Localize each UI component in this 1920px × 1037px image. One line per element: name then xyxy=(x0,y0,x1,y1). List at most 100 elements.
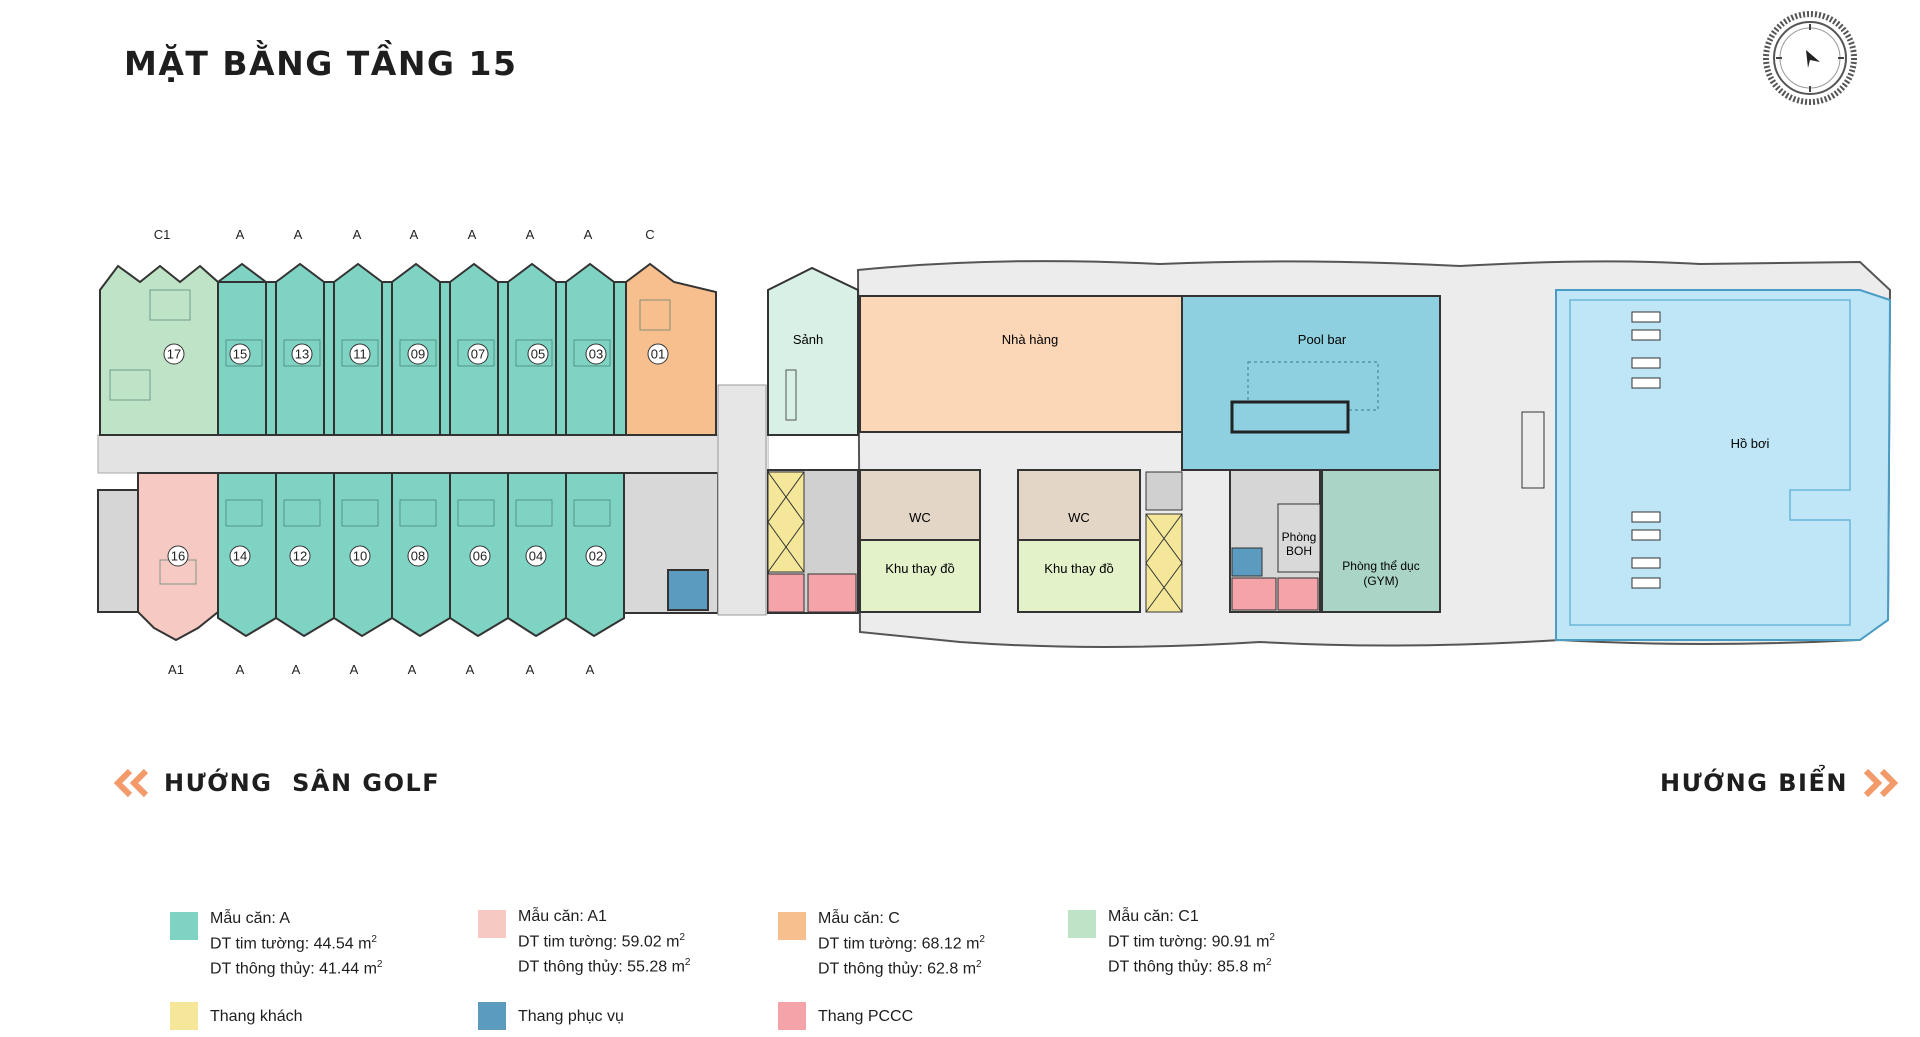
unit-number: 02 xyxy=(589,549,603,564)
legend-swatch xyxy=(1068,910,1096,938)
unit-type-label: A xyxy=(350,662,359,677)
legend-swatch xyxy=(778,912,806,940)
area-unit-sup: 2 xyxy=(1266,957,1272,969)
wc-1 xyxy=(859,469,981,541)
unit-type-label: A xyxy=(468,227,477,242)
legend-lift-label: Thang PCCC xyxy=(818,1008,914,1025)
unit-number: 07 xyxy=(471,347,485,362)
unit-number: 01 xyxy=(651,347,665,362)
service-lift xyxy=(1231,547,1263,577)
top-units xyxy=(99,262,717,436)
fire-lift xyxy=(767,573,805,613)
unit-type-label: A xyxy=(408,662,417,677)
left-chevrons-icon xyxy=(113,768,149,798)
pool-bar-label: Pool bar xyxy=(1298,332,1347,347)
page-title: MẶT BẰNG TẦNG 15 xyxy=(124,44,518,83)
legend-clear-area: DT thông thủy: 62.8 m xyxy=(818,960,977,978)
direction-golf-label: HƯỚNG SÂN GOLF xyxy=(164,769,441,797)
legend-wall-area: DT tim tường: 68.12 m xyxy=(818,935,980,953)
boh-label: Phòng xyxy=(1282,530,1317,544)
boh-room xyxy=(1277,503,1321,573)
pool-stairs xyxy=(1521,411,1545,489)
legend-name: Mẫu căn: C1 xyxy=(1108,908,1199,925)
unit-type-label: A xyxy=(526,227,535,242)
top-unit-type-labels: C1 A A A A A A A C xyxy=(154,227,655,242)
service-lift xyxy=(667,569,709,611)
lift-hatches xyxy=(767,471,1183,613)
locker-2 xyxy=(1017,539,1141,613)
unit-number: 11 xyxy=(353,347,367,362)
wc-2 xyxy=(1017,469,1141,541)
legend-wall-area: DT tim tường: 90.91 m xyxy=(1108,933,1270,951)
legend-swatch xyxy=(170,1002,198,1030)
bottom-unit-numbers: 16 14 12 10 08 06 04 02 xyxy=(167,545,607,567)
wc-1-label: WC xyxy=(909,510,931,525)
unit-number: 03 xyxy=(589,347,603,362)
direction-sea: HƯỚNG BIỂN xyxy=(1660,768,1900,798)
sun-loungers xyxy=(1631,311,1661,589)
fire-lift xyxy=(807,573,857,613)
unit-17 xyxy=(99,264,219,436)
floor-plan: C1 A A A A A A A C A1 A A A A A A A xyxy=(97,227,1892,677)
unit-number: 10 xyxy=(353,549,367,564)
area-unit-sup: 2 xyxy=(1269,932,1275,943)
direction-golf: HƯỚNG SÂN GOLF xyxy=(112,768,440,798)
legend-swatch xyxy=(170,912,198,940)
legend-name: Mẫu căn: C xyxy=(818,910,900,927)
bottom-unit-type-labels: A1 A A A A A A A xyxy=(168,662,595,677)
area-unit-sup: 2 xyxy=(979,934,985,945)
legend-wall-area: DT tim tường: 44.54 m xyxy=(210,935,372,953)
gym-label: Phòng thể dục xyxy=(1342,559,1419,573)
unit-furniture xyxy=(109,289,671,585)
unit-number: 16 xyxy=(171,549,185,564)
lobby-label: Sảnh xyxy=(793,332,823,347)
legend-swatch xyxy=(778,1002,806,1030)
unit-number: 08 xyxy=(411,549,425,564)
unit-number: 09 xyxy=(411,347,425,362)
legend-name: Mẫu căn: A xyxy=(210,910,291,927)
legend-name: Mẫu căn: A1 xyxy=(518,908,607,925)
unit-type-label: A xyxy=(353,227,362,242)
unit-type-label: A xyxy=(586,662,595,677)
area-unit-sup: 2 xyxy=(976,959,982,971)
unit-type-label: A xyxy=(292,662,301,677)
locker-2-label: Khu thay đồ xyxy=(1044,561,1113,576)
unit-01 xyxy=(625,262,717,436)
legend-swatch xyxy=(478,910,506,938)
gym-label: (GYM) xyxy=(1363,574,1398,588)
restaurant-label: Nhà hàng xyxy=(1002,332,1058,347)
legend-lift-label: Thang phục vụ xyxy=(518,1008,624,1025)
locker-1 xyxy=(859,539,981,613)
lobby xyxy=(767,266,859,436)
unit-type-label: A1 xyxy=(168,662,184,677)
unit-type-label: A xyxy=(526,662,535,677)
unit-type-label: A xyxy=(236,662,245,677)
unit-number: 12 xyxy=(293,549,307,564)
area-unit-sup: 2 xyxy=(679,932,685,943)
legend-swatch xyxy=(478,1002,506,1030)
compass-icon xyxy=(1763,11,1857,105)
wc-2-label: WC xyxy=(1068,510,1090,525)
direction-sea-label: HƯỚNG BIỂN xyxy=(1660,769,1848,797)
gym xyxy=(1321,469,1441,613)
unit-number: 06 xyxy=(473,549,487,564)
stair-west xyxy=(97,489,139,613)
link-corridor xyxy=(717,384,767,616)
boh-label: BOH xyxy=(1286,544,1312,558)
legend-clear-area: DT thông thủy: 41.44 m xyxy=(210,960,377,978)
fire-lift xyxy=(1277,577,1319,611)
legend-clear-area: DT thông thủy: 55.28 m xyxy=(518,958,685,976)
pool xyxy=(1555,289,1892,641)
unit-number: 13 xyxy=(295,347,309,362)
unit-type-label: C xyxy=(645,227,654,242)
unit-type-label: C1 xyxy=(154,227,171,242)
right-chevrons-icon xyxy=(1863,768,1899,798)
unit-number: 14 xyxy=(233,549,247,564)
area-unit-sup: 2 xyxy=(684,957,691,969)
unit-number: 05 xyxy=(531,347,545,362)
unit-number: 04 xyxy=(529,549,543,564)
guest-lift-central xyxy=(1145,471,1183,511)
unit-type-label: A xyxy=(466,662,475,677)
legend-lift-label: Thang khách xyxy=(210,1008,303,1025)
unit-number: 17 xyxy=(167,347,181,362)
